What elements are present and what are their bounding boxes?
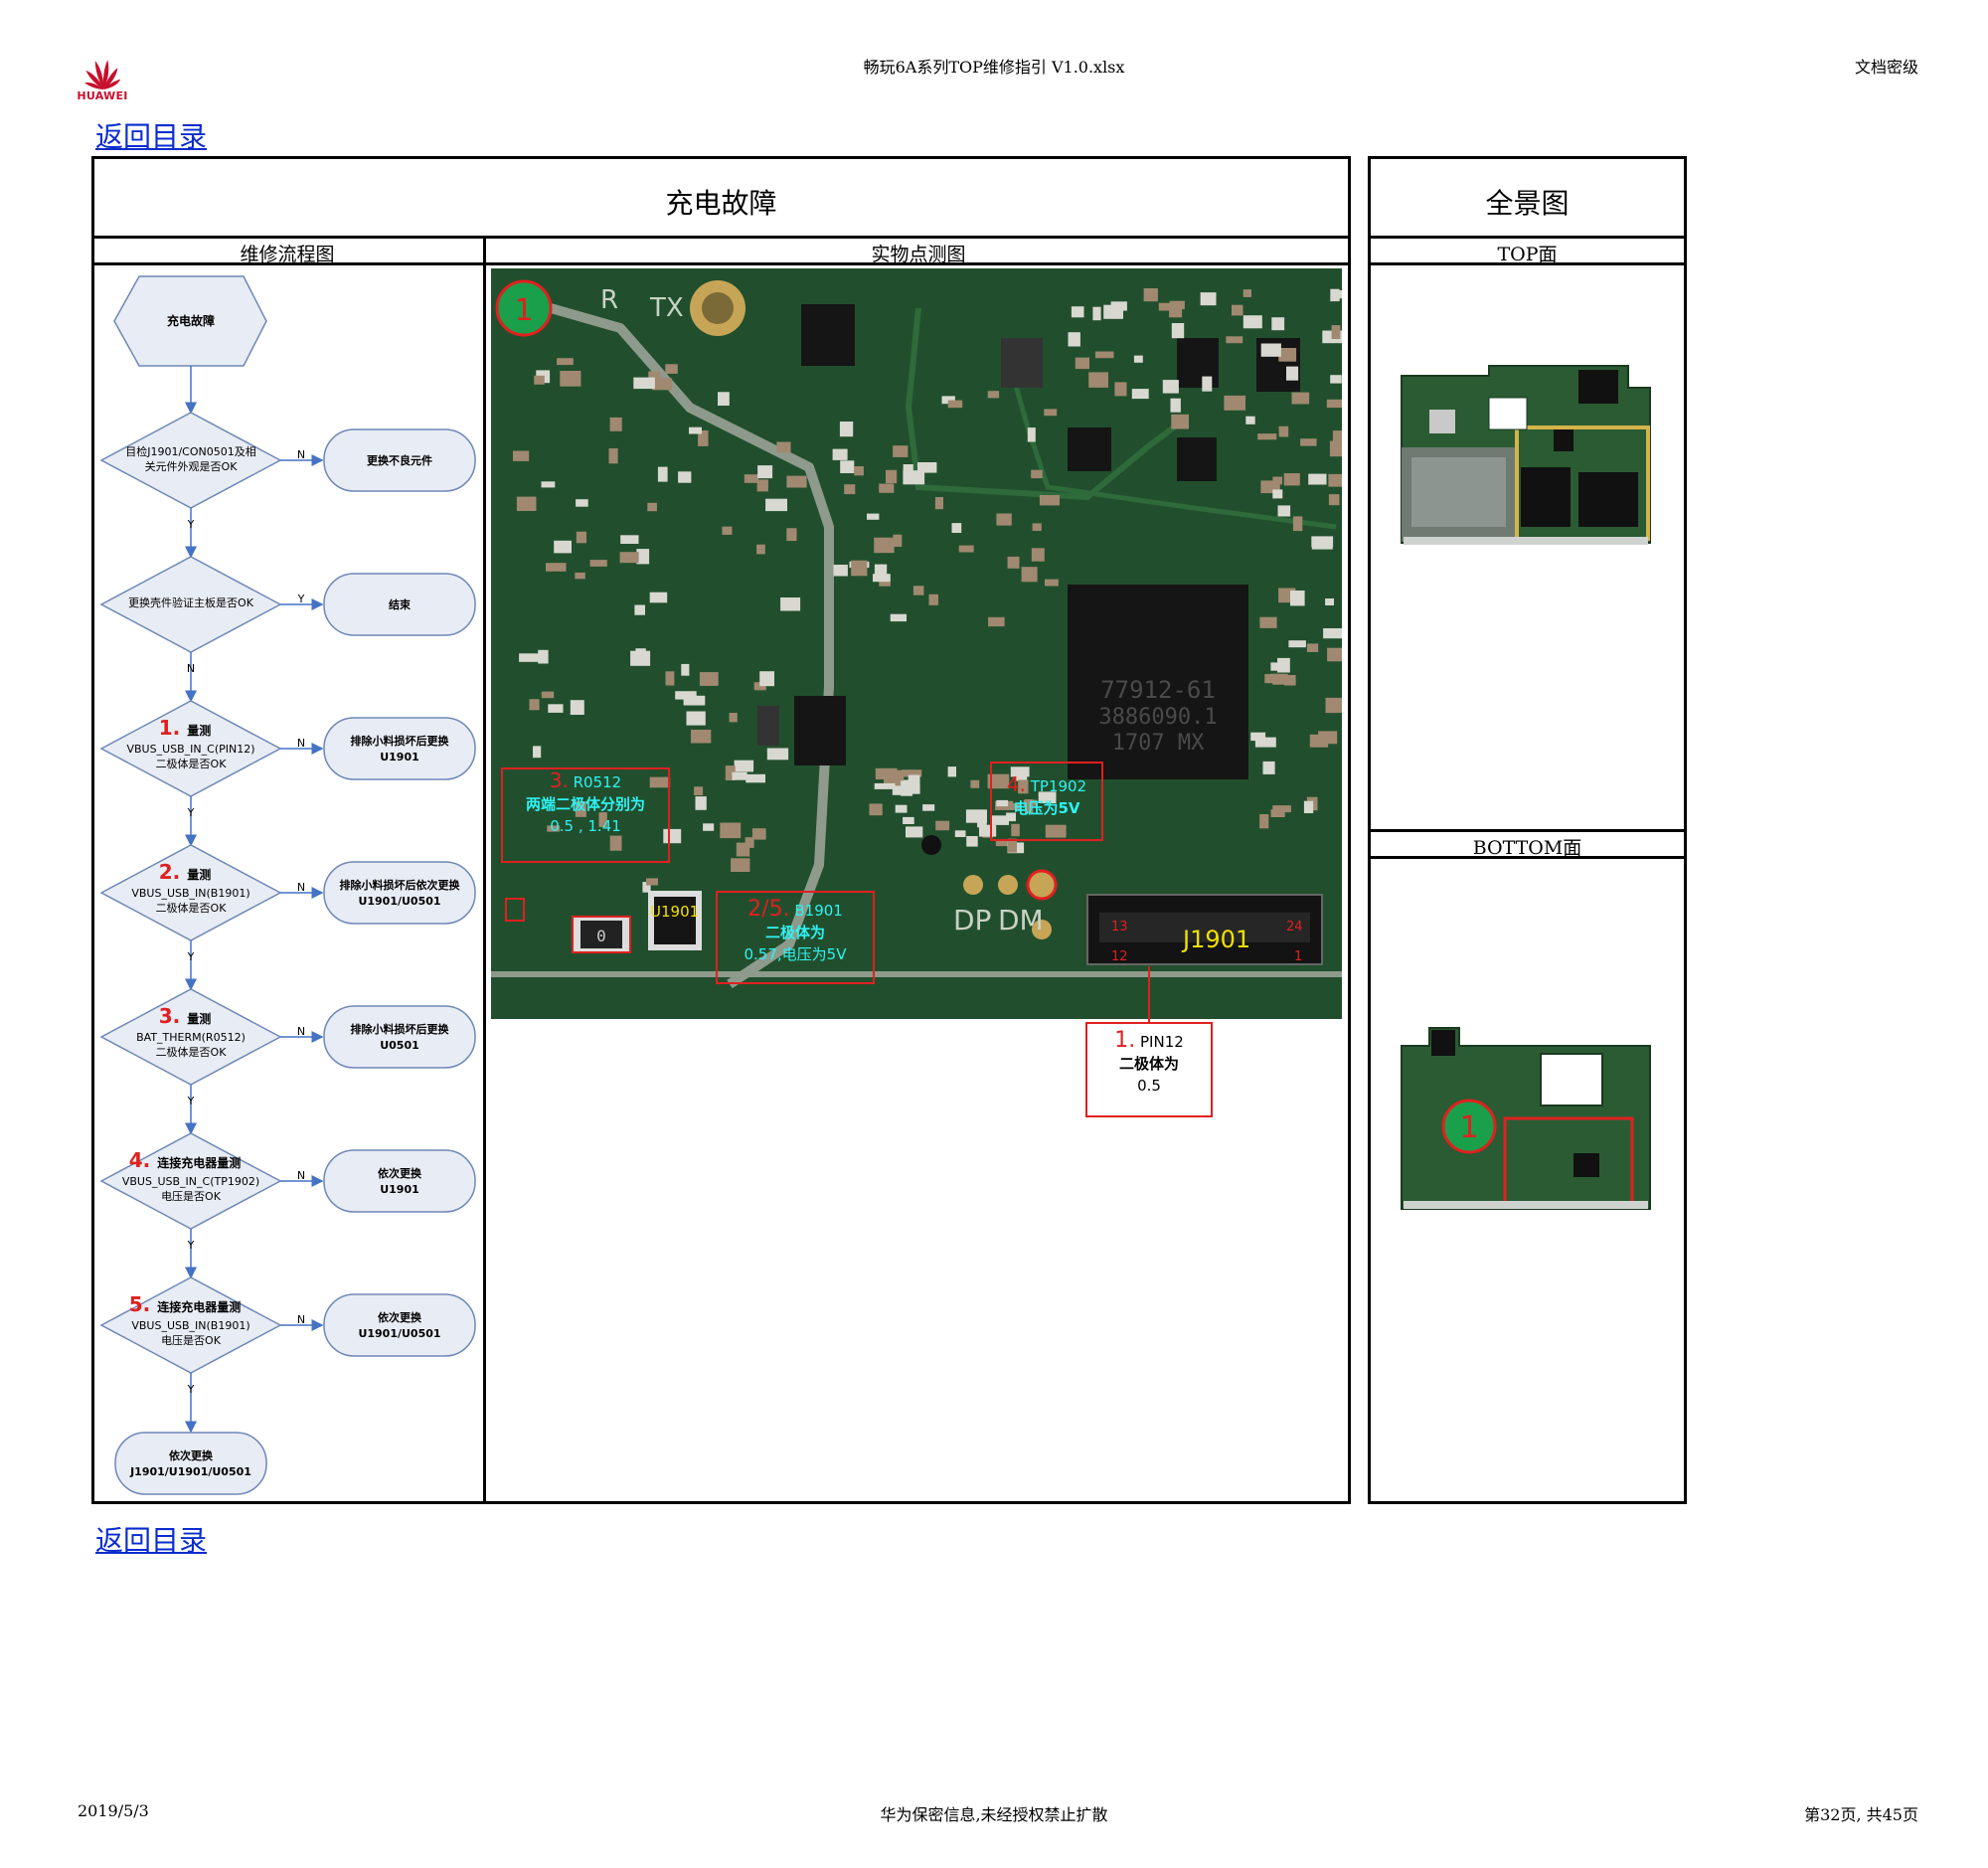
flow-step-text: 目检J1901/CON0501及相	[125, 444, 256, 458]
flow-branch-label: Y	[187, 1383, 195, 1396]
flow-step-text: VBUS_USB_IN_C(PIN12)	[126, 743, 254, 756]
flow-action-text: 依次更换	[378, 1166, 422, 1180]
flow-branch-label: N	[297, 448, 305, 461]
flow-action-text: 排除小料损坏后更换	[351, 1022, 450, 1036]
flow-end-text: 依次更换	[169, 1448, 214, 1462]
file-title: 畅玩6A系列TOP维修指引 V1.0.xlsx	[863, 58, 1125, 77]
annotation-r0512: 3. R0512 两端二极体分别为 0.5 , 1.41	[501, 767, 670, 863]
back-to-contents-link-bottom[interactable]: 返回目录	[95, 1524, 208, 1557]
flow-action-text: U1901	[380, 1183, 419, 1196]
flow-step-title: 3. 量测	[159, 1004, 212, 1028]
annotation-tp1902: 4. TP1902 电压为5V	[990, 762, 1103, 841]
pin1-label: 1	[1294, 949, 1302, 964]
doc-level: 文档密级	[1854, 58, 1918, 77]
flow-action-shape	[323, 717, 476, 780]
flow-branch-label: Y	[187, 1095, 195, 1107]
flow-branch-label: Y	[187, 518, 195, 531]
flow-branch-label: N	[297, 1313, 305, 1326]
flow-step-text: 关元件外观是否OK	[145, 459, 239, 473]
annotation-b1901: 2/5. B1901 二极体为 0.57,电压为5V	[716, 891, 875, 984]
flow-branch-label: N	[297, 1169, 305, 1182]
main-chip-mark-2: 3886090.1	[1098, 705, 1217, 730]
flow-step-text: 二极体是否OK	[156, 901, 228, 915]
flow-action-shape	[323, 1293, 476, 1357]
flowchart-column-header: 维修流程图	[240, 244, 335, 265]
flow-branch-label: Y	[187, 1239, 195, 1252]
flow-branch-label: N	[187, 662, 195, 675]
flow-branch-label: N	[297, 1025, 305, 1038]
annotation-pin12: 1. PIN12 二极体为 0.5	[1085, 1022, 1213, 1117]
flow-step-text: VBUS_USB_IN(B1901)	[131, 1319, 249, 1332]
silk-dm: DM	[998, 904, 1044, 936]
flow-step-text: 电压是否OK	[161, 1334, 222, 1347]
back-to-contents-link[interactable]: 返回目录	[95, 120, 208, 153]
bottom-board-image: 1	[1401, 1027, 1651, 1210]
pcb-test-point-photo: 77912-61 3886090.1 1707 MX 0 R TX DP	[491, 268, 1342, 1019]
pin12-label: 12	[1111, 949, 1128, 964]
footer-date: 2019/5/3	[78, 1801, 149, 1820]
flow-step-title: 5. 连接充电器量测	[129, 1292, 242, 1316]
flow-action-shape	[323, 573, 476, 636]
flow-branch-label: N	[297, 881, 305, 894]
flow-start-shape	[113, 275, 267, 367]
main-chip-mark-1: 77912-61	[1100, 676, 1216, 704]
flow-step-text: 电压是否OK	[161, 1190, 222, 1203]
flow-action-text: U1901/U0501	[358, 1327, 440, 1340]
footer-confidential: 华为保密信息,未经授权禁止扩散	[880, 1805, 1108, 1824]
flow-action-text: U1901	[380, 751, 419, 764]
flow-step-text: 二极体是否OK	[156, 1045, 228, 1059]
flow-step-text: VBUS_USB_IN(B1901)	[131, 887, 249, 900]
flow-branch-label: N	[297, 737, 305, 750]
label-j1901: J1901	[1181, 926, 1250, 953]
footer-page-number: 第32页, 共45页	[1804, 1805, 1918, 1824]
pin24-label: 24	[1286, 920, 1303, 934]
bottom-side-label: BOTTOM面	[1472, 837, 1582, 859]
overview-title: 全景图	[1485, 187, 1570, 220]
flow-action-shape	[323, 1005, 476, 1069]
silk-r: R	[600, 285, 618, 315]
flow-action-text: 依次更换	[378, 1310, 422, 1324]
top-board-image	[1401, 365, 1651, 545]
flow-action-text: U0501	[380, 1039, 419, 1052]
huawei-logo-icon	[84, 60, 121, 89]
main-chip-mark-3: 1707 MX	[1112, 731, 1205, 756]
flow-branch-label: Y	[187, 950, 195, 963]
photo-column-header: 实物点测图	[871, 244, 966, 265]
flow-step-title: 1. 量测	[159, 716, 212, 740]
flow-end-shape	[114, 1432, 267, 1495]
bottom-board-marker: 1	[1459, 1110, 1478, 1145]
flow-start-label: 充电故障	[167, 313, 215, 328]
main-table	[91, 156, 1351, 1504]
flow-action-text: 更换不良元件	[367, 453, 432, 467]
flow-action-shape	[323, 1149, 476, 1213]
pin13-label: 13	[1111, 920, 1128, 934]
flow-step-title: 4. 连接充电器量测	[129, 1148, 242, 1172]
flow-step-text: BAT_THERM(R0512)	[136, 1031, 246, 1044]
label-u1901: U1901	[650, 903, 699, 921]
silk-tx: TX	[649, 293, 684, 323]
flow-branch-label: Y	[187, 806, 195, 819]
flow-step-title: 2. 量测	[159, 860, 212, 884]
flow-action-shape	[323, 861, 476, 925]
top-side-label: TOP面	[1497, 244, 1558, 265]
flow-action-text: 排除小料损坏后依次更换	[340, 878, 461, 892]
flow-action-text: 排除小料损坏后更换	[351, 734, 450, 748]
flow-step-text: VBUS_USB_IN_C(TP1902)	[122, 1175, 259, 1188]
photo-marker: 1	[514, 293, 533, 328]
silk-dp: DP	[953, 904, 991, 936]
flow-branch-label: Y	[297, 593, 305, 605]
flow-action-text: U1901/U0501	[358, 895, 440, 908]
flow-action-shape	[323, 428, 476, 492]
svg-text:0: 0	[596, 927, 606, 945]
brand-name: HUAWEI	[77, 89, 128, 102]
flow-step-text: 更换壳件验证主板是否OK	[128, 595, 254, 609]
flow-end-text: J1901/U1901/U0501	[129, 1465, 251, 1478]
flow-action-text: 结束	[388, 597, 412, 611]
flow-step-text: 二极体是否OK	[156, 757, 228, 770]
section-title: 充电故障	[665, 187, 777, 220]
